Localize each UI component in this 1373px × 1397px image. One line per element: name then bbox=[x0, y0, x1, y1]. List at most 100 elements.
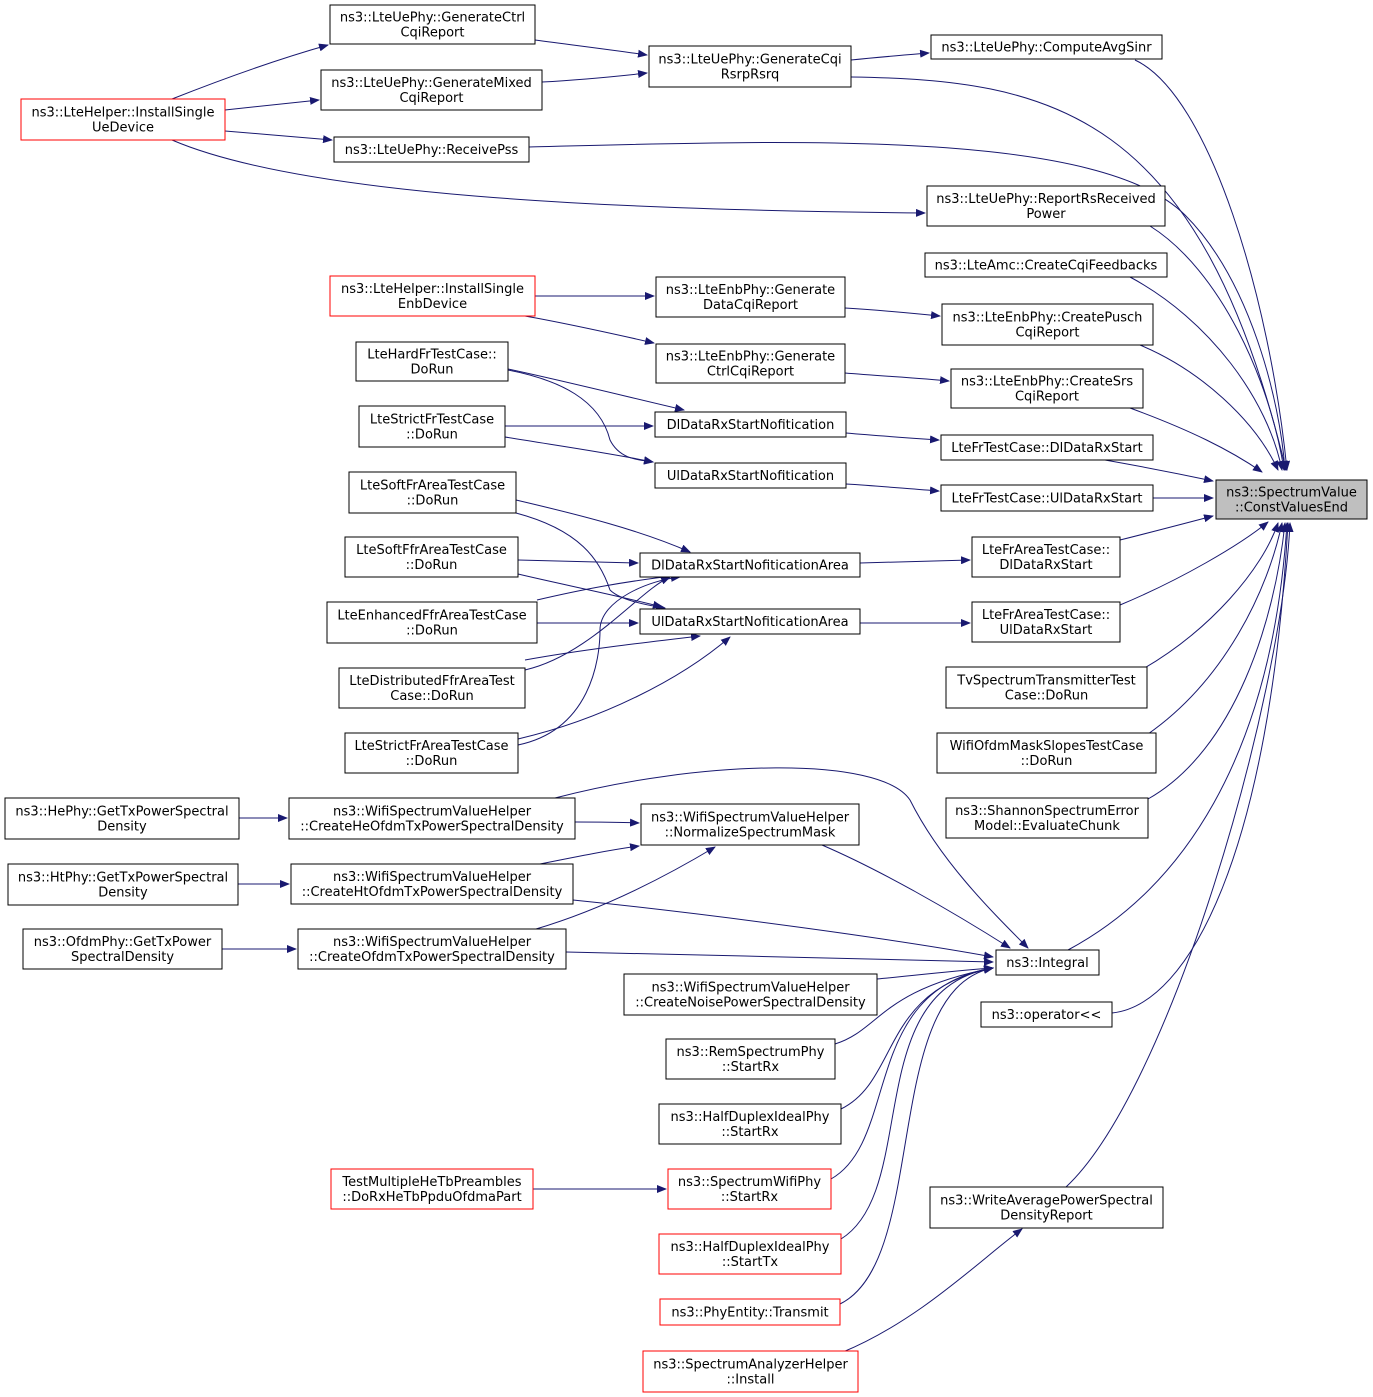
node-wifiMask[interactable]: WifiOfdmMaskSlopesTestCase::DoRun bbox=[936, 732, 1157, 774]
node-shannon[interactable]: ns3::ShannonSpectrumErrorModel::Evaluate… bbox=[945, 797, 1149, 839]
edge-spectrumWifi-59 bbox=[830, 965, 994, 1180]
node-root[interactable]: ns3::SpectrumValue::ConstValuesEnd bbox=[1215, 479, 1368, 520]
node-box bbox=[655, 276, 846, 318]
node-hdStartRx[interactable]: ns3::HalfDuplexIdealPhy::StartRx bbox=[658, 1103, 842, 1145]
node-writeAvg[interactable]: ns3::WriteAveragePowerSpectralDensityRep… bbox=[929, 1186, 1164, 1229]
edge-genCqiRsrp-23 bbox=[850, 49, 930, 61]
node-frAreaUl[interactable]: LteFrAreaTestCase::UlDataRxStart bbox=[971, 601, 1121, 643]
node-receivePss[interactable]: ns3::LteUePhy::ReceivePss bbox=[333, 136, 530, 163]
node-box bbox=[941, 303, 1154, 346]
node-box bbox=[344, 536, 519, 578]
node-enhFfrArea[interactable]: LteEnhancedFfrAreaTestCase::DoRun bbox=[326, 601, 538, 644]
node-normalize[interactable]: ns3::WifiSpectrumValueHelper::NormalizeS… bbox=[640, 803, 860, 846]
node-softFfrArea[interactable]: LteSoftFfrAreaTestCase::DoRun bbox=[344, 536, 519, 578]
node-frUlStart[interactable]: LteFrTestCase::UlDataRxStart bbox=[940, 484, 1154, 512]
node-softFrArea[interactable]: LteSoftFrAreaTestCase::DoRun bbox=[348, 471, 517, 514]
node-label-line: ns3::WifiSpectrumValueHelper bbox=[333, 935, 532, 950]
node-createNoise[interactable]: ns3::WifiSpectrumValueHelper::CreateNois… bbox=[623, 973, 878, 1016]
node-label-line: ns3::LteUePhy::ReportRsReceived bbox=[936, 192, 1156, 207]
node-box bbox=[936, 732, 1157, 774]
node-frAreaDl[interactable]: LteFrAreaTestCase::DlDataRxStart bbox=[971, 536, 1121, 578]
node-box bbox=[980, 1001, 1113, 1028]
edge-reportRs-3 bbox=[1149, 225, 1287, 471]
edge-createHt-51 bbox=[572, 899, 994, 960]
node-label-line: LteFrAreaTestCase:: bbox=[982, 608, 1110, 623]
edge-createSrs-6 bbox=[1129, 407, 1263, 473]
node-dlNotifArea[interactable]: DlDataRxStartNofiticationArea bbox=[639, 552, 861, 578]
node-box bbox=[297, 928, 567, 970]
node-label-line: DensityReport bbox=[1000, 1209, 1093, 1224]
edge-computeAvgSinr-0 bbox=[1134, 59, 1291, 471]
node-box bbox=[940, 434, 1154, 461]
node-label-line: ns3::LteUePhy::ReceivePss bbox=[345, 143, 519, 158]
node-strictFrArea[interactable]: LteStrictFrAreaTestCase::DoRun bbox=[344, 732, 519, 774]
node-box bbox=[290, 863, 574, 905]
node-box bbox=[658, 1103, 842, 1145]
node-label-line: ::StartRx bbox=[722, 1060, 780, 1075]
edge-hardFr-29 bbox=[507, 369, 654, 465]
node-integral[interactable]: ns3::Integral bbox=[995, 949, 1100, 976]
node-createHt[interactable]: ns3::WifiSpectrumValueHelper::CreateHtOf… bbox=[290, 863, 574, 905]
node-label-line: LteFrAreaTestCase:: bbox=[982, 543, 1110, 558]
node-operator[interactable]: ns3::operator<< bbox=[980, 1001, 1113, 1028]
node-box bbox=[320, 69, 543, 111]
edge-installUe-21 bbox=[224, 130, 333, 144]
node-label-line: Case::DoRun bbox=[1005, 689, 1088, 704]
edge-installUe-22 bbox=[171, 139, 926, 217]
node-frDlStart[interactable]: LteFrTestCase::DlDataRxStart bbox=[940, 434, 1154, 461]
node-box bbox=[654, 462, 847, 489]
node-box bbox=[940, 484, 1154, 512]
node-ulNotif[interactable]: UlDataRxStartNofitication bbox=[654, 462, 847, 489]
node-label-line: LteHardFrTestCase:: bbox=[367, 348, 497, 363]
node-label-line: ::Install bbox=[727, 1373, 775, 1388]
node-createCqiFb[interactable]: ns3::LteAmc::CreateCqiFeedbacks bbox=[924, 252, 1168, 278]
node-spectrumWifi[interactable]: ns3::SpectrumWifiPhy::StartRx bbox=[667, 1168, 832, 1210]
node-box bbox=[639, 608, 861, 635]
node-label-line: DlDataRxStartNofiticationArea bbox=[651, 559, 849, 574]
node-dlNotif[interactable]: DlDataRxStartNofitication bbox=[654, 411, 847, 438]
node-specAnalyzer[interactable]: ns3::SpectrumAnalyzerHelper::Install bbox=[642, 1350, 859, 1393]
node-createHe[interactable]: ns3::WifiSpectrumValueHelper::CreateHeOf… bbox=[288, 797, 576, 840]
node-box bbox=[640, 803, 860, 846]
node-label-line: CqiReport bbox=[400, 26, 464, 41]
edge-enhFfrArea-38 bbox=[536, 572, 681, 601]
node-label-line: CtrlCqiReport bbox=[707, 365, 794, 380]
node-label-line: ::DoRun bbox=[1021, 754, 1073, 769]
edge-createOfdm-53 bbox=[535, 846, 716, 930]
node-label-line: ns3::OfdmPhy::GetTxPower bbox=[34, 935, 212, 950]
node-computeAvgSinr[interactable]: ns3::LteUePhy::ComputeAvgSinr bbox=[930, 34, 1163, 60]
node-label-line: ::CreateHtOfdmTxPowerSpectralDensity bbox=[302, 885, 563, 900]
node-hdStartTx[interactable]: ns3::HalfDuplexIdealPhy::StartTx bbox=[658, 1233, 842, 1275]
edge-normalize-55 bbox=[821, 844, 1011, 949]
node-box bbox=[1215, 479, 1368, 520]
node-testHeTb[interactable]: TestMultipleHeTbPreambles::DoRxHeTbPpduO… bbox=[330, 1168, 534, 1210]
node-label-line: ::DoRun bbox=[406, 754, 458, 769]
node-createOfdm[interactable]: ns3::WifiSpectrumValueHelper::CreateOfdm… bbox=[297, 928, 567, 970]
node-remStart[interactable]: ns3::RemSpectrumPhy::StartRx bbox=[665, 1038, 836, 1080]
node-strictFr[interactable]: LteStrictFrTestCase::DoRun bbox=[358, 405, 506, 448]
node-label-line: LteStrictFrTestCase bbox=[370, 413, 494, 428]
node-label-line: ns3::LteEnbPhy::CreatePusch bbox=[953, 311, 1143, 326]
node-hardFr[interactable]: LteHardFrTestCase::DoRun bbox=[355, 341, 509, 382]
node-label-line: ns3::ShannonSpectrumError bbox=[955, 804, 1140, 819]
node-box bbox=[930, 34, 1163, 60]
node-phyTransmit[interactable]: ns3::PhyEntity::Transmit bbox=[659, 1298, 841, 1326]
node-ulNotifArea[interactable]: UlDataRxStartNofiticationArea bbox=[639, 608, 861, 635]
edge-hardFr-28 bbox=[507, 368, 685, 412]
node-label-line: ::DoRun bbox=[406, 428, 458, 443]
